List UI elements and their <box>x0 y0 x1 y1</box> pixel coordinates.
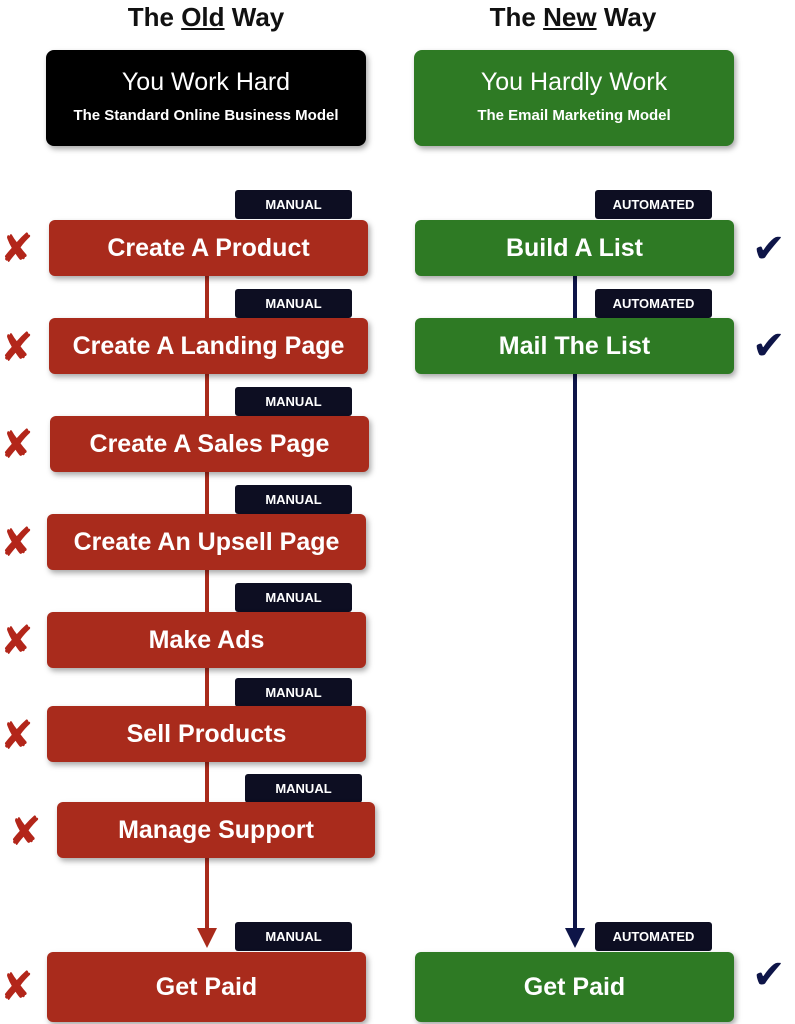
manual-tag: MANUAL <box>235 485 352 514</box>
old-way-header-title: You Work Hard <box>121 68 291 96</box>
new-way-title: The New Way <box>408 2 738 33</box>
new-way-title-emph: New <box>543 2 597 32</box>
manual-tag: MANUAL <box>235 387 352 416</box>
new-way-title-prefix: The <box>489 2 544 32</box>
check-icon: ✔ <box>752 953 786 997</box>
manual-tag: MANUAL <box>235 922 352 951</box>
cross-icon: ✘ <box>0 619 34 663</box>
manual-tag: MANUAL <box>245 774 362 803</box>
old-step-create-sales-page: Create A Sales Page <box>50 416 369 472</box>
cross-icon: ✘ <box>0 423 34 467</box>
old-way-header: You Work Hard The Standard Online Busine… <box>46 50 366 146</box>
old-step-create-landing-page: Create A Landing Page <box>49 318 368 374</box>
check-icon: ✔ <box>752 227 786 271</box>
manual-tag: MANUAL <box>235 289 352 318</box>
new-step-get-paid: Get Paid <box>415 952 734 1022</box>
automated-tag: AUTOMATED <box>595 922 712 951</box>
new-way-arrowhead <box>565 928 585 948</box>
old-way-header-subtitle: The Standard Online Business Model <box>73 107 339 124</box>
old-way-title: The Old Way <box>41 2 371 33</box>
old-step-create-product: Create A Product <box>49 220 368 276</box>
cross-icon: ✘ <box>0 714 34 758</box>
manual-tag: MANUAL <box>235 190 352 219</box>
old-way-title-suffix: Way <box>224 2 285 32</box>
cross-icon: ✘ <box>0 521 34 565</box>
cross-icon: ✘ <box>0 227 34 271</box>
check-icon: ✔ <box>752 324 786 368</box>
new-way-title-suffix: Way <box>596 2 657 32</box>
old-step-sell-products: Sell Products <box>47 706 366 762</box>
old-way-title-emph: Old <box>181 2 225 32</box>
old-step-make-ads: Make Ads <box>47 612 366 668</box>
old-way-title-prefix: The <box>127 2 182 32</box>
new-step-mail-list: Mail The List <box>415 318 734 374</box>
cross-icon: ✘ <box>0 965 34 1009</box>
new-step-build-list: Build A List <box>415 220 734 276</box>
new-way-header-subtitle: The Email Marketing Model <box>477 107 671 124</box>
cross-icon: ✘ <box>8 810 42 854</box>
old-step-get-paid: Get Paid <box>47 952 366 1022</box>
manual-tag: MANUAL <box>235 678 352 707</box>
manual-tag: MANUAL <box>235 583 352 612</box>
old-way-arrowhead <box>197 928 217 948</box>
old-step-manage-support: Manage Support <box>57 802 375 858</box>
automated-tag: AUTOMATED <box>595 289 712 318</box>
new-way-header-title: You Hardly Work <box>480 68 668 96</box>
automated-tag: AUTOMATED <box>595 190 712 219</box>
new-way-header: You Hardly Work The Email Marketing Mode… <box>414 50 734 146</box>
cross-icon: ✘ <box>0 326 34 370</box>
old-step-create-upsell-page: Create An Upsell Page <box>47 514 366 570</box>
